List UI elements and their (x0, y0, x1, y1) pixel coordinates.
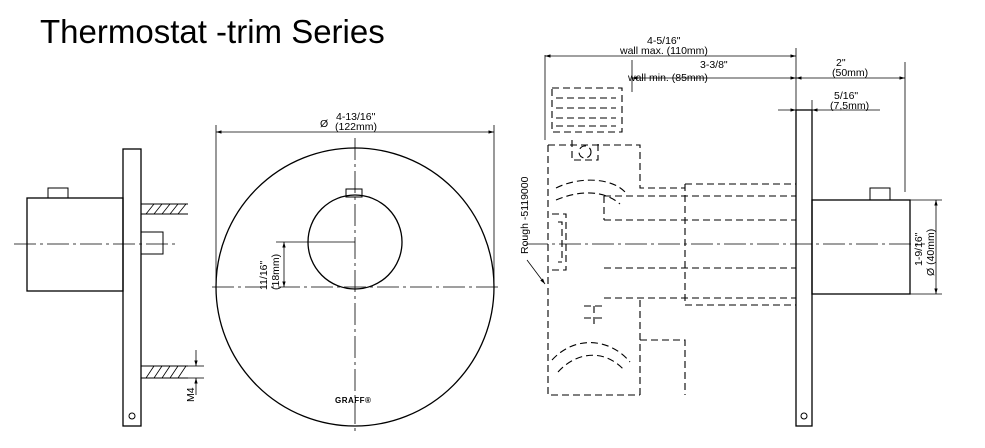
handle-tab (47, 187, 69, 199)
wall-min-in: 3-3/8" (700, 59, 728, 71)
wall-min-label: wall min. (85mm) (627, 72, 708, 84)
rough-valve-body (547, 87, 796, 396)
depth-mm: (50mm) (832, 67, 868, 79)
spindle (140, 231, 164, 255)
model-code: 5129999 (38, 0, 170, 4)
rough-label: Rough -5119000 (519, 176, 531, 254)
handle-body (26, 197, 124, 292)
thread-label: M4 (185, 387, 197, 402)
cover-plate (122, 148, 142, 427)
wall-max-in: 4-5/16" (647, 35, 681, 47)
section-view: 4-5/16" wall max. (110mm) 3-3/8" wall mi… (519, 35, 942, 427)
plate-hole (800, 412, 808, 420)
brand-logo: GRAFF® (335, 396, 371, 405)
plate-mm: (7,5mm) (830, 100, 869, 112)
handle-dia-mm: Ø (40mm) (925, 229, 937, 276)
wall-plate (795, 109, 813, 427)
wall-max-label: wall max. (110mm) (619, 45, 708, 57)
offset-mm: (18mm) (270, 254, 282, 290)
side-handle-tab (869, 187, 891, 201)
knob-tab (345, 188, 363, 198)
upper-screw (141, 203, 188, 215)
handle-dia-in: 1-9/16" (913, 232, 925, 266)
side-handle (811, 199, 911, 295)
plate-in: 5/16" (834, 90, 858, 102)
lower-screw (141, 365, 188, 379)
mount-hole (128, 412, 136, 420)
diameter-in: 4-13/16" (336, 111, 376, 123)
diameter-mm: (122mm) (335, 121, 377, 133)
front-view: Ø 4-13/16" (122mm) 11/16" (18mm) GRAFF® (212, 111, 498, 432)
depth-in: 2" (836, 57, 846, 69)
series-title: Thermostat -trim Series (40, 13, 385, 50)
offset-in: 11/16" (258, 261, 270, 290)
left-side-view: M4 (14, 148, 204, 427)
diameter-symbol: Ø (320, 118, 328, 130)
